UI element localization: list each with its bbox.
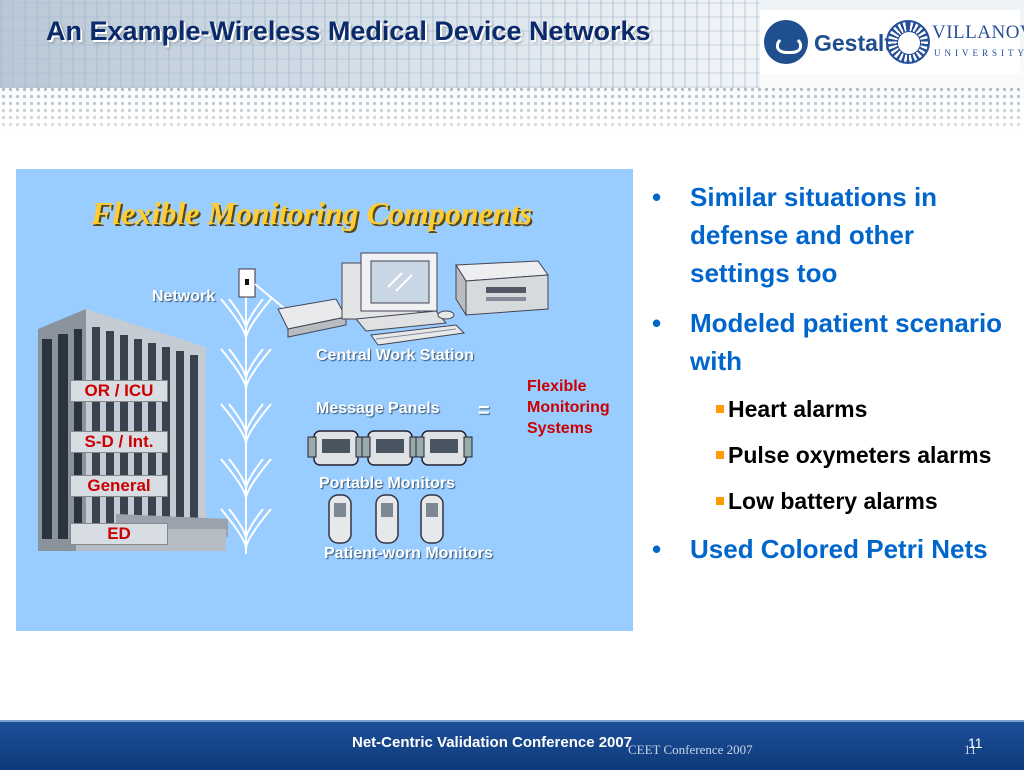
slide-footer: CEET Conference 2007 Net-Centric Validat…: [0, 720, 1024, 770]
workstation-icon: [277, 252, 549, 346]
villanova-seal-icon: [886, 20, 930, 64]
floor-label-general: General: [70, 475, 168, 497]
message-panel-icon: [415, 430, 473, 466]
bullet-item: •Modeled patient scenario with: [650, 304, 1020, 380]
antenna-tower-icon: [220, 289, 272, 554]
footer-conference-name: Net-Centric Validation Conference 2007: [352, 734, 633, 751]
diagram-panel: Flexible Monitoring Components Network C…: [16, 169, 633, 631]
bullet-dot-icon: •: [652, 308, 662, 338]
header-background-image: [0, 0, 760, 88]
bullet-dot-icon: •: [652, 534, 662, 564]
villanova-logo-subtext: UNIVERSITY: [934, 48, 1024, 58]
sub-bullet-item: Pulse oxymeters alarms: [650, 438, 1020, 472]
patient-worn-monitors-label: Patient-worn Monitors: [324, 545, 493, 562]
message-panels-label: Message Panels: [316, 400, 440, 417]
bullet-square-icon: [716, 451, 724, 459]
patient-monitor-icon: [375, 494, 399, 544]
bullet-square-icon: [716, 497, 724, 505]
bullet-item: •Used Colored Petri Nets: [650, 530, 1020, 568]
gestalt-logo-text: Gestalt: [814, 30, 892, 56]
central-work-station-label: Central Work Station: [316, 347, 474, 364]
bullet-item: •Similar situations in defense and other…: [650, 178, 1020, 292]
network-label: Network: [152, 288, 216, 305]
diagram-title: Flexible Monitoring Components: [91, 195, 532, 231]
equals-sign: =: [478, 400, 490, 422]
network-jack-icon: [238, 268, 256, 298]
message-panel-icon: [307, 430, 365, 466]
message-panel-icon: [361, 430, 419, 466]
floor-label-sd-int: S-D / Int.: [70, 431, 168, 453]
flexible-monitoring-systems-label: Flexible Monitoring Systems: [527, 378, 610, 437]
floor-label-or-icu: OR / ICU: [70, 380, 168, 402]
page-number: 11: [968, 735, 983, 751]
logo-area: Gestalt VILLANOVA UNIVERSITY: [760, 10, 1024, 74]
footer-ghost-page-number: 11: [964, 742, 977, 757]
villanova-logo-text: VILLANOVA: [932, 22, 1024, 43]
slide-title: An Example-Wireless Medical Device Netwo…: [46, 16, 651, 46]
sub-bullet-item: Heart alarms: [650, 392, 1020, 426]
hospital-building-icon: [38, 309, 228, 551]
slide-header: An Example-Wireless Medical Device Netwo…: [0, 0, 1024, 130]
bullet-dot-icon: •: [652, 182, 662, 212]
sub-bullet-item: Low battery alarms: [650, 484, 1020, 518]
portable-monitors-label: Portable Monitors: [319, 475, 456, 492]
patient-monitor-icon: [328, 494, 352, 544]
patient-monitor-icon: [420, 494, 444, 544]
bullet-list: •Similar situations in defense and other…: [650, 178, 1020, 580]
floor-label-ed: ED: [70, 523, 168, 545]
gestalt-logo-icon: [764, 20, 808, 64]
bullet-square-icon: [716, 405, 724, 413]
footer-ghost-conference: CEET Conference 2007: [628, 742, 753, 757]
